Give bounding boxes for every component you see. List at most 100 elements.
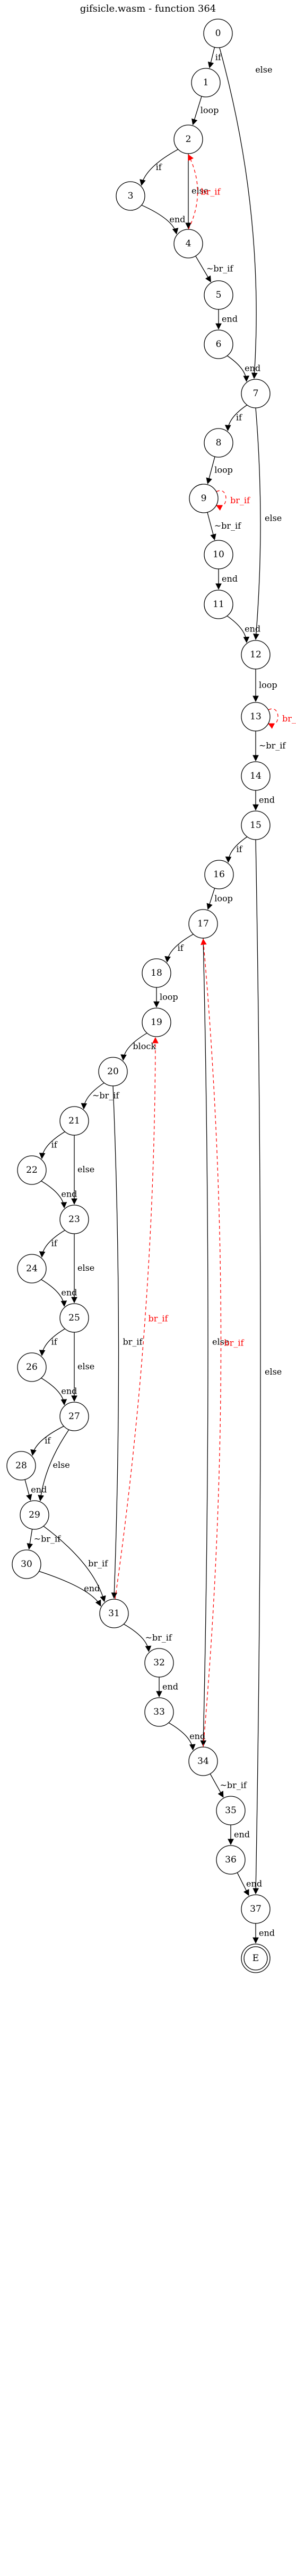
node-label: 9 [201, 493, 207, 504]
node-circle [6, 1451, 36, 1481]
edge-32-to-33: end [156, 1677, 178, 1698]
node-15: 15 [241, 810, 271, 840]
node-circle [59, 1303, 89, 1333]
edge-34-to-35: ~br_if [210, 1773, 247, 1798]
edge-15-to-37: else [253, 839, 282, 1895]
edge-28-to-29: end [24, 1479, 47, 1501]
node-circle [173, 229, 203, 259]
node-circle [142, 1008, 171, 1037]
edge-label: ~br_if [214, 521, 241, 531]
node-label: 26 [26, 1362, 38, 1372]
node-13: 13 [241, 702, 271, 732]
edge-line [141, 204, 179, 235]
node-label: 1 [203, 77, 209, 88]
edge-label: end [246, 1879, 262, 1889]
edge-label: br_if [148, 1313, 168, 1323]
node-23: 23 [59, 1205, 89, 1234]
node-circle [116, 181, 145, 211]
edge-36-to-37: end [237, 1872, 262, 1896]
edge-7-to-12: else [253, 407, 282, 640]
edge-label: end [31, 1485, 47, 1495]
node-27: 27 [59, 1402, 89, 1431]
edge-line [39, 1131, 65, 1160]
edge-18-to-19: loop [153, 987, 178, 1008]
node-label: 31 [108, 1608, 120, 1619]
edge-line [39, 1571, 101, 1607]
node-circle [241, 640, 271, 670]
edge-1-to-2: loop [191, 96, 219, 126]
edge-line [39, 1229, 65, 1258]
node-label: 13 [250, 711, 262, 722]
node-label: 0 [215, 28, 221, 39]
node-30: 30 [12, 1549, 41, 1579]
node-32: 32 [144, 1648, 174, 1678]
edge-line [24, 1479, 32, 1501]
edge-line [219, 47, 258, 379]
edge-label: end [222, 574, 238, 584]
node-circle [99, 1599, 129, 1628]
edge-label: if [215, 52, 222, 63]
edge-37-to-E: end [253, 1923, 275, 1944]
edge-line [206, 456, 215, 485]
edge-9-to-9: br_if [215, 490, 250, 511]
node-19: 19 [142, 1008, 171, 1037]
node-label: 28 [15, 1460, 27, 1471]
edge-label: end [169, 214, 185, 224]
node-6: 6 [204, 329, 233, 359]
node-14: 14 [241, 761, 271, 791]
node-28: 28 [6, 1451, 36, 1481]
edge-line [225, 836, 248, 863]
node-circle [12, 1549, 41, 1579]
node-circle [142, 958, 171, 988]
edge-label: if [45, 1436, 51, 1446]
edge-line [207, 512, 216, 541]
edge-label: else [77, 1164, 94, 1174]
edge-label: br_if [224, 1338, 245, 1348]
node-circle [216, 1796, 246, 1825]
node-circle [59, 1402, 89, 1431]
node-label: 10 [213, 549, 224, 560]
edge-line [120, 1032, 147, 1061]
node-7: 7 [241, 379, 271, 408]
edge-line [111, 1085, 119, 1599]
edge-29-to-31: br_if [43, 1526, 108, 1602]
edge-line [215, 490, 227, 511]
edge-label: else [255, 65, 272, 75]
edge-label: br_if [230, 495, 250, 505]
edge-label: loop [214, 465, 233, 475]
node-circle [241, 1894, 271, 1924]
edge-25-to-27: else [71, 1332, 94, 1402]
node-circle [204, 428, 233, 458]
node-25: 25 [59, 1303, 89, 1333]
edge-2-to-4: else [185, 154, 208, 229]
node-22: 22 [17, 1155, 47, 1185]
edge-label: end [259, 1928, 275, 1938]
node-label: 37 [250, 1904, 262, 1914]
node-label: 36 [225, 1855, 237, 1865]
edge-20-to-21: ~br_if [81, 1082, 119, 1110]
edge-line [267, 708, 278, 729]
edge-label: block [133, 1041, 156, 1051]
edge-11-to-12: end [227, 616, 260, 643]
edge-line [227, 616, 250, 643]
edge-19-to-20: block [120, 1032, 156, 1061]
node-circle [188, 1746, 218, 1776]
edge-12-to-13: loop [253, 669, 277, 702]
node-circle [204, 860, 234, 889]
edge-14-to-15: end [253, 790, 275, 811]
node-label: 16 [213, 869, 225, 880]
node-9: 9 [189, 484, 219, 513]
edge-label: if [236, 844, 242, 854]
node-label: 15 [250, 820, 262, 831]
node-label: 32 [153, 1657, 165, 1668]
edge-label: end [245, 624, 260, 634]
edge-17-to-18: if [164, 934, 194, 963]
edge-23-to-25: else [71, 1234, 94, 1304]
edge-line [253, 407, 261, 640]
edge-5-to-6: end [215, 309, 238, 330]
edges-layer: ifelseloopifelseendbr_if~br_ifendendifel… [24, 47, 296, 1944]
edge-15-to-16: if [225, 836, 248, 863]
node-circle [59, 1205, 89, 1234]
node-label: 14 [250, 771, 262, 781]
node-36: 36 [216, 1845, 246, 1875]
